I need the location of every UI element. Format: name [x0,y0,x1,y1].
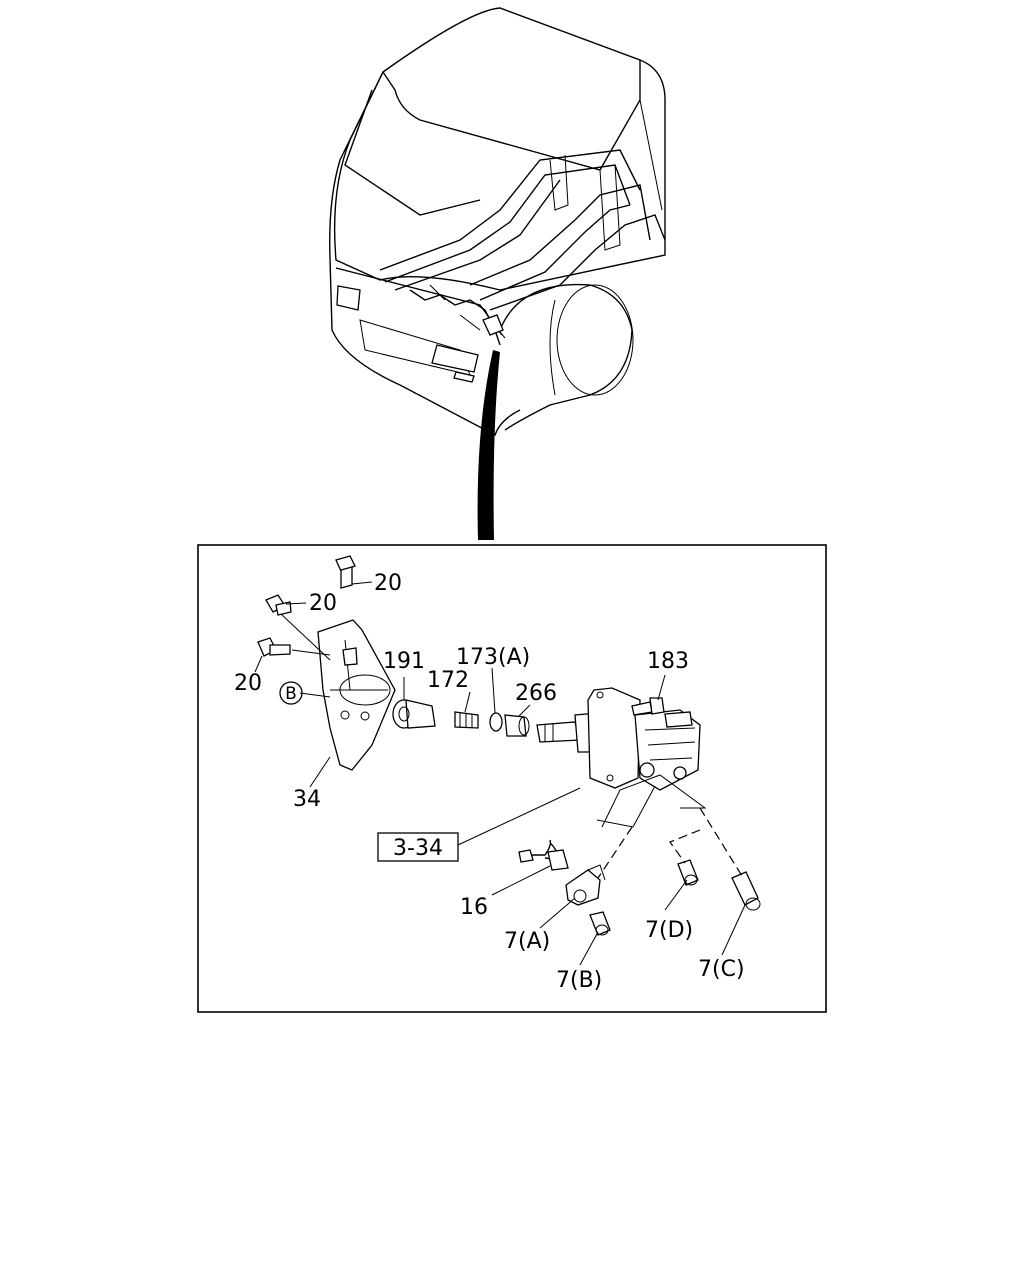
detail-frame [197,544,827,1013]
nut-266 [504,714,530,737]
callout-20-top: 20 [374,571,402,596]
truck-cab-illustration [329,7,666,540]
callout-191: 191 [383,649,425,674]
callout-34: 34 [293,787,321,812]
bracket-34 [317,619,396,771]
reference-box-3-34: 3-34 [377,832,459,862]
callout-172: 172 [427,668,469,693]
elbow-191 [392,699,436,729]
callout-183: 183 [647,649,689,674]
master-cylinder-assembly [536,687,707,828]
leader-lines [254,581,746,966]
callout-173a: 173(A) [456,645,530,670]
callout-16: 16 [460,895,488,920]
fitting-7b [589,911,611,936]
reference-circle-b: B [279,681,303,705]
fitting-7d [677,859,699,886]
callout-7b: 7(B) [556,968,602,993]
callout-7a: 7(A) [504,929,550,954]
washer-173a [489,712,503,732]
callout-7c: 7(C) [698,957,745,982]
bolt-20-mid [265,594,331,661]
bolt-183 [631,697,665,716]
callout-20-left: 20 [234,671,262,696]
dashed-guides [597,807,743,879]
bolt-20-top [335,555,356,589]
fitting-7a [565,864,606,906]
fitting-7c [731,871,761,911]
label-b: B [285,684,297,704]
pipe-16 [518,839,569,871]
callout-266: 266 [515,681,557,706]
bolt-20-left [257,637,331,657]
callout-20-mid: 20 [309,591,337,616]
callout-7d: 7(D) [645,918,693,943]
fitting-172 [454,711,479,729]
label-3-34: 3-34 [393,836,443,861]
